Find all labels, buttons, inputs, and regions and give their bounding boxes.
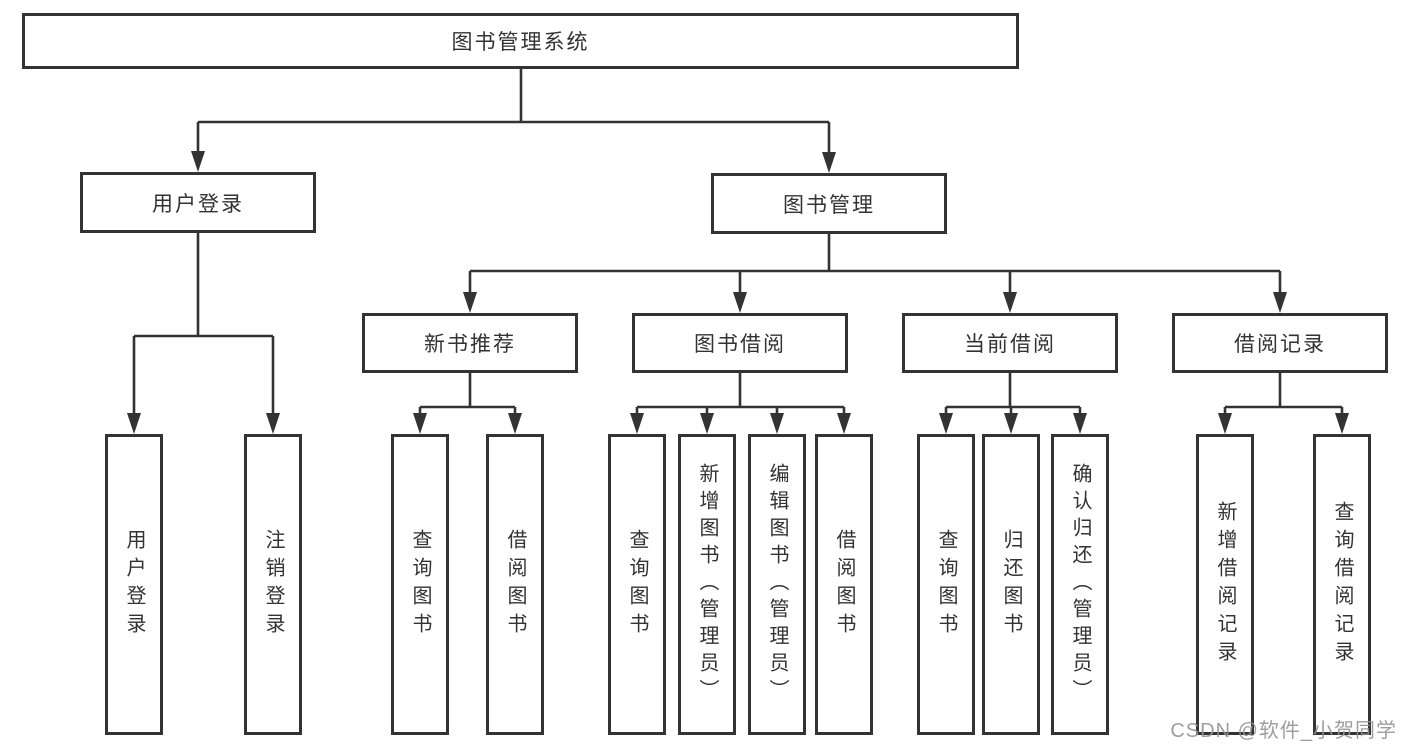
leaf-add-borrow-record-label: 新增借阅记录: [1214, 500, 1236, 669]
leaf-borrow-books-recommend-label: 借阅图书: [504, 528, 526, 641]
leaf-logout-label: 注销登录: [262, 528, 284, 641]
node-current-borrow-label: 当前借阅: [964, 333, 1056, 356]
leaf-user-login-label: 用户登录: [123, 528, 145, 641]
leaf-add-book-admin-label: 新增图书（管理员）: [696, 463, 718, 706]
leaf-query-books-current: 查询图书: [917, 434, 975, 735]
node-borrow-records: 借阅记录: [1172, 313, 1388, 373]
node-root: 图书管理系统: [22, 13, 1019, 69]
leaf-borrow-books: 借阅图书: [815, 434, 873, 735]
node-book-management-label: 图书管理: [783, 193, 875, 217]
node-root-label: 图书管理系统: [451, 31, 590, 54]
node-borrow-records-label: 借阅记录: [1234, 333, 1326, 356]
leaf-query-borrow-record-label: 查询借阅记录: [1331, 500, 1353, 669]
leaf-return-book: 归还图书: [982, 434, 1040, 735]
watermark: CSDN @软件_小贺同学: [1170, 720, 1397, 742]
leaf-query-books-current-label: 查询图书: [935, 528, 957, 641]
node-current-borrow: 当前借阅: [902, 313, 1118, 373]
node-new-book-recommend-label: 新书推荐: [424, 333, 516, 356]
node-user-login-label: 用户登录: [152, 192, 244, 216]
node-book-management: 图书管理: [711, 173, 947, 234]
leaf-edit-book-admin: 编辑图书（管理员）: [748, 434, 806, 735]
leaf-return-book-label: 归还图书: [1000, 528, 1022, 641]
leaf-user-login: 用户登录: [105, 434, 163, 735]
leaf-edit-book-admin-label: 编辑图书（管理员）: [766, 463, 788, 706]
leaf-borrow-books-recommend: 借阅图书: [486, 434, 544, 735]
leaf-add-book-admin: 新增图书（管理员）: [678, 434, 736, 735]
leaf-query-books-borrow-label: 查询图书: [626, 528, 648, 641]
leaf-borrow-books-label: 借阅图书: [833, 528, 855, 641]
node-book-borrow-label: 图书借阅: [694, 333, 786, 356]
leaf-add-borrow-record: 新增借阅记录: [1196, 434, 1254, 735]
leaf-confirm-return-admin-label: 确认归还（管理员）: [1069, 463, 1091, 706]
leaf-query-borrow-record: 查询借阅记录: [1313, 434, 1371, 735]
leaf-confirm-return-admin: 确认归还（管理员）: [1051, 434, 1109, 735]
node-book-borrow: 图书借阅: [632, 313, 848, 373]
leaf-logout: 注销登录: [244, 434, 302, 735]
leaf-query-books-recommend: 查询图书: [391, 434, 449, 735]
leaf-query-books-recommend-label: 查询图书: [409, 528, 431, 641]
node-new-book-recommend: 新书推荐: [362, 313, 578, 373]
node-user-login: 用户登录: [80, 172, 316, 233]
leaf-query-books-borrow: 查询图书: [608, 434, 666, 735]
